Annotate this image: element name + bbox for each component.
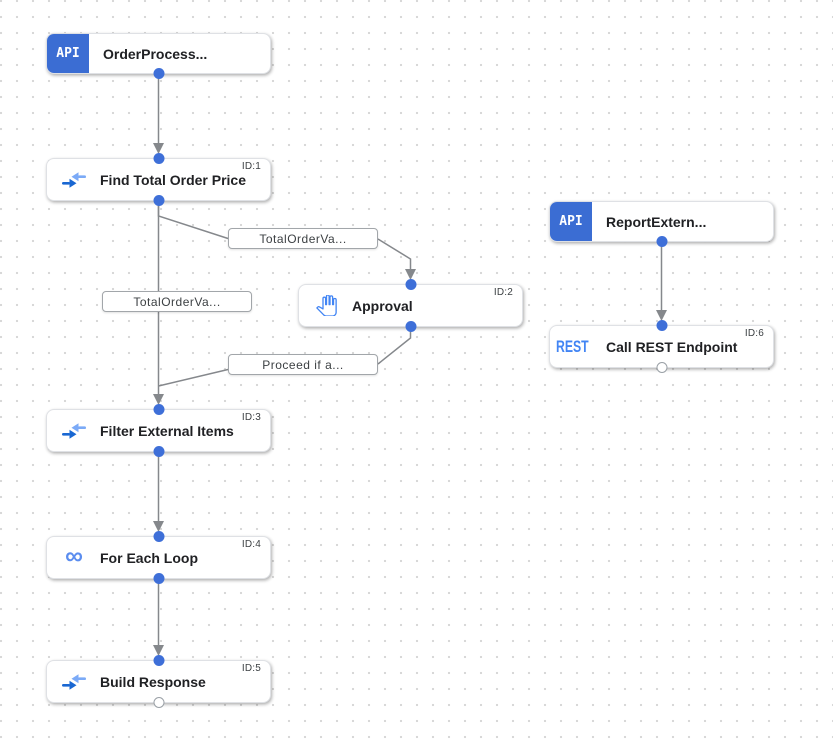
output-port[interactable]	[405, 321, 416, 332]
arrowhead-find	[153, 143, 164, 154]
output-port-unconnected[interactable]	[153, 697, 164, 708]
output-port[interactable]	[153, 68, 164, 79]
task-label: Find Total Order Price	[100, 171, 246, 188]
task-id-badge: ID:3	[241, 412, 261, 423]
infinity-loop-icon: ∞	[61, 543, 87, 568]
arrowhead-build	[153, 645, 164, 656]
output-port[interactable]	[656, 236, 667, 247]
input-port[interactable]	[153, 531, 164, 542]
data-mapping-icon	[61, 171, 87, 189]
task-label: Call REST Endpoint	[606, 338, 738, 355]
api-trigger-icon-text: API	[559, 214, 583, 229]
task-node-for-each-loop[interactable]: ID:4 ∞ For Each Loop	[46, 531, 271, 584]
arrowhead-approval	[405, 269, 416, 280]
task-node-call-rest-endpoint[interactable]: ID:6 REST Call REST Endpoint	[549, 320, 774, 373]
task-label: For Each Loop	[100, 549, 198, 566]
task-label: Approval	[352, 297, 413, 314]
output-port-unconnected[interactable]	[656, 362, 667, 373]
output-port[interactable]	[153, 195, 164, 206]
edge-label-find-to-filter[interactable]: TotalOrderVa...	[102, 291, 252, 312]
edge-find-to-approval-b	[377, 238, 412, 269]
api-trigger-icon: API	[47, 34, 89, 73]
rest-icon: REST	[556, 337, 598, 357]
task-id-badge: ID:4	[241, 539, 261, 550]
data-mapping-icon	[61, 673, 87, 691]
arrowhead-foreach	[153, 521, 164, 532]
edge-approval-to-filter-a	[377, 327, 412, 365]
task-id-badge: ID:5	[241, 663, 261, 674]
task-node-filter-external-items[interactable]: ID:3 Filter External Items	[46, 404, 271, 457]
api-trigger-icon-text: API	[56, 46, 80, 61]
task-id-badge: ID:2	[493, 287, 513, 298]
task-node-approval[interactable]: ID:2 Approval	[298, 279, 523, 332]
data-mapping-icon	[61, 422, 87, 440]
input-port[interactable]	[656, 320, 667, 331]
approval-hand-icon	[313, 295, 339, 316]
trigger-label: OrderProcess...	[103, 45, 208, 62]
input-port[interactable]	[153, 655, 164, 666]
trigger-label: ReportExtern...	[606, 213, 707, 230]
arrowhead-rest	[656, 310, 667, 321]
output-port[interactable]	[153, 573, 164, 584]
arrowhead-filter	[153, 394, 164, 405]
task-id-badge: ID:6	[744, 328, 764, 339]
rest-icon-text: REST	[556, 336, 589, 356]
edge-find-to-approval-a	[157, 200, 229, 240]
input-port[interactable]	[405, 279, 416, 290]
task-id-badge: ID:1	[241, 161, 261, 172]
input-port[interactable]	[153, 404, 164, 415]
infinity-glyph: ∞	[65, 541, 83, 570]
edge-approval-to-filter-b	[158, 368, 229, 387]
task-label: Build Response	[100, 673, 206, 690]
task-label: Filter External Items	[100, 422, 234, 439]
trigger-node-reportextern[interactable]: API ReportExtern...	[549, 201, 774, 247]
api-trigger-icon: API	[550, 202, 592, 241]
task-node-find-total-order-price[interactable]: ID:1 Find Total Order Price	[46, 153, 271, 206]
trigger-node-orderprocess[interactable]: API OrderProcess...	[46, 33, 271, 79]
edge-label-find-to-approval[interactable]: TotalOrderVa...	[228, 228, 378, 249]
task-node-build-response[interactable]: ID:5 Build Response	[46, 655, 271, 708]
output-port[interactable]	[153, 446, 164, 457]
input-port[interactable]	[153, 153, 164, 164]
edge-label-approval-to-filter[interactable]: Proceed if a...	[228, 354, 378, 375]
